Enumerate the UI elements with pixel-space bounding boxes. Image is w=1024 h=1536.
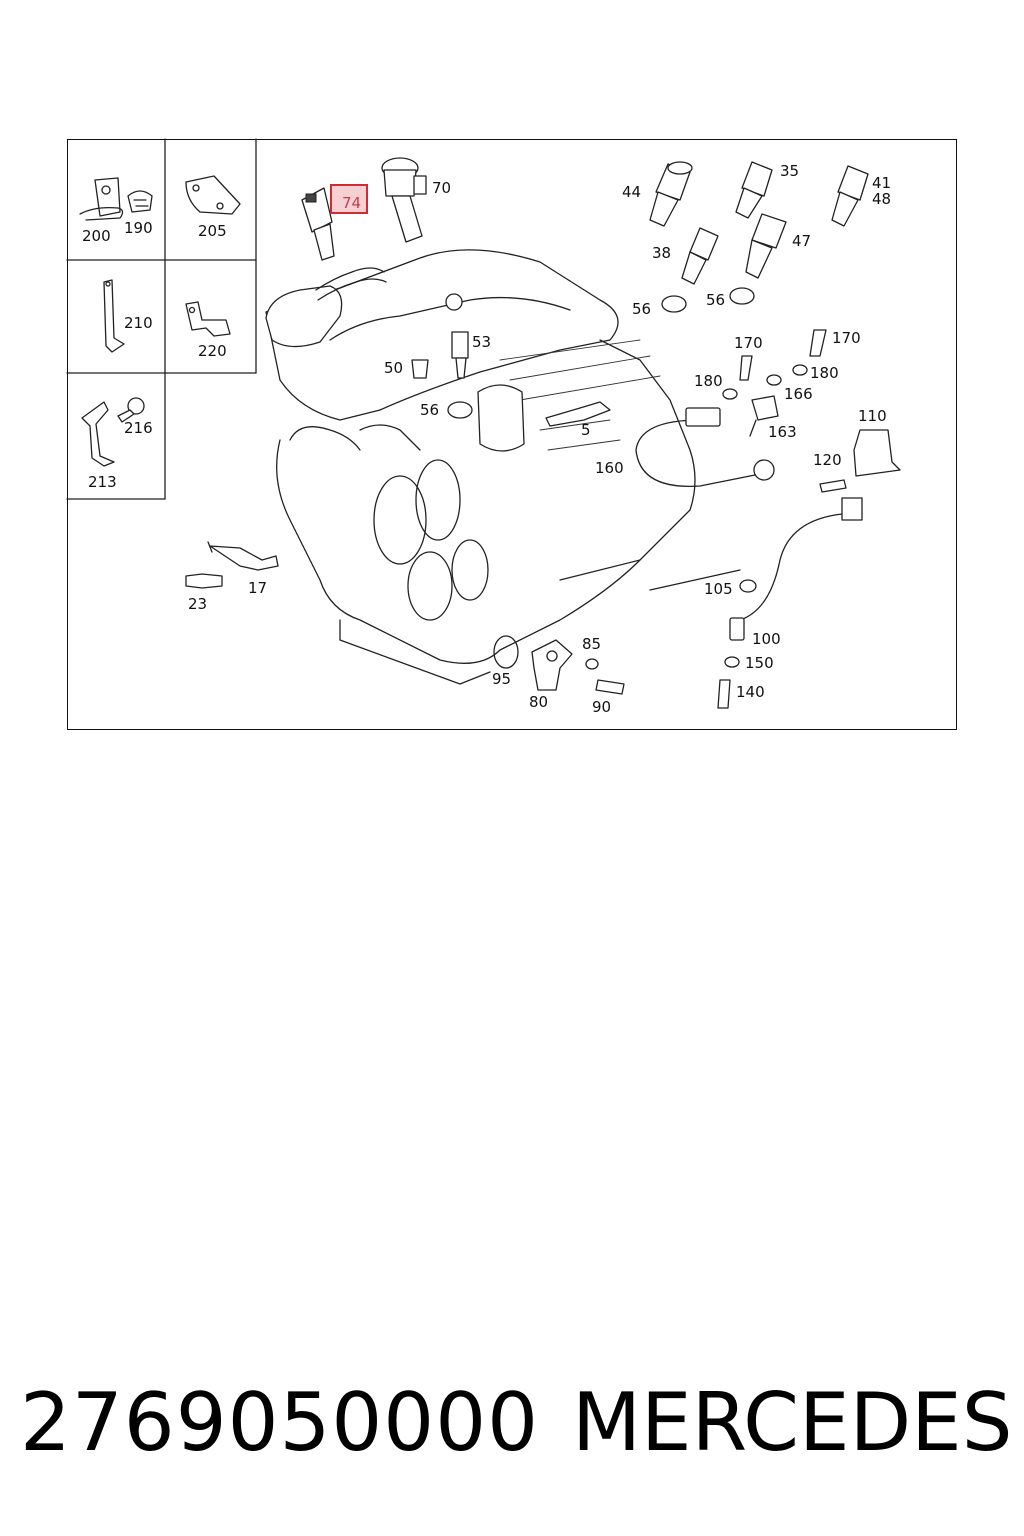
callout-180-a: 180 xyxy=(694,372,723,390)
sensor-35-sketch xyxy=(735,161,773,219)
callout-35: 35 xyxy=(780,162,799,180)
callout-70: 70 xyxy=(432,179,451,197)
seal-rings-sketch xyxy=(447,287,755,419)
callout-53: 53 xyxy=(472,333,491,351)
callout-216: 216 xyxy=(124,419,153,437)
bracket-220-sketch xyxy=(185,301,231,337)
callout-210: 210 xyxy=(124,314,153,332)
callout-85: 85 xyxy=(582,635,601,653)
bolts-170-180-sketch xyxy=(722,329,827,400)
callout-48: 48 xyxy=(872,190,891,208)
callout-180-b: 180 xyxy=(810,364,839,382)
callout-170-a: 170 xyxy=(734,334,763,352)
housing-80-sketch xyxy=(531,639,573,691)
callout-labels: 200 190 205 210 220 216 213 74 70 44 35 … xyxy=(82,162,891,716)
callout-163: 163 xyxy=(768,423,797,441)
parts-diagram: 200 190 205 210 220 216 213 74 70 44 35 … xyxy=(66,138,901,716)
callout-190: 190 xyxy=(124,219,153,237)
clip-190-sketch xyxy=(127,190,153,213)
bracket-210-sketch xyxy=(103,279,125,353)
sensor-44-sketch xyxy=(649,161,693,227)
callout-140: 140 xyxy=(736,683,765,701)
brand-name: MERCEDES xyxy=(572,1376,1013,1469)
wire-160-sketch xyxy=(635,407,775,488)
callout-74: 74 xyxy=(342,194,361,212)
callout-17: 17 xyxy=(248,579,267,597)
bracket-17-sketch xyxy=(207,541,279,571)
bracket-205-sketch xyxy=(185,175,241,215)
intake-hose-sketch xyxy=(265,267,463,348)
callout-56-a: 56 xyxy=(632,300,651,318)
callout-200: 200 xyxy=(82,227,111,245)
callout-170-b: 170 xyxy=(832,329,861,347)
callout-213: 213 xyxy=(88,473,117,491)
callout-105: 105 xyxy=(704,580,733,598)
callout-160: 160 xyxy=(595,459,624,477)
seal-105-sketch xyxy=(649,569,757,593)
bolt-216-sketch xyxy=(117,397,145,423)
connector-120-sketch xyxy=(819,479,863,521)
callout-220: 220 xyxy=(198,342,227,360)
bracket-200-sketch xyxy=(79,177,124,221)
callout-80: 80 xyxy=(529,693,548,711)
callout-44: 44 xyxy=(622,183,641,201)
inset-panels xyxy=(66,138,257,500)
callout-50: 50 xyxy=(384,359,403,377)
bolt-23-sketch xyxy=(185,573,223,589)
callout-120: 120 xyxy=(813,451,842,469)
callout-47: 47 xyxy=(792,232,811,250)
callout-56-b: 56 xyxy=(706,291,725,309)
callout-95: 95 xyxy=(492,670,511,688)
callout-90: 90 xyxy=(592,698,611,716)
callout-41: 41 xyxy=(872,174,891,192)
diagram-frame xyxy=(67,139,957,730)
part-number: 2769050000 xyxy=(20,1376,539,1469)
sensor-47-sketch xyxy=(745,213,787,279)
oring-95-sketch xyxy=(493,635,519,669)
highlight-box xyxy=(330,184,368,214)
wire-100-sketch xyxy=(717,513,843,709)
callout-38: 38 xyxy=(652,244,671,262)
callout-23: 23 xyxy=(188,595,207,613)
sensor-74-sketch xyxy=(301,187,335,261)
plug-50-sketch xyxy=(411,359,429,379)
sensor-163-sketch xyxy=(749,395,779,437)
sensor-53-sketch xyxy=(451,331,469,379)
sensor-38-sketch xyxy=(681,227,719,285)
footer: 2769050000 MERCEDES xyxy=(0,1368,1024,1478)
bracket-213-sketch xyxy=(81,401,115,467)
bracket-110-sketch xyxy=(853,429,901,477)
seal-85-bolt-90-sketch xyxy=(585,658,625,695)
sensor-70-sketch xyxy=(381,157,427,243)
callout-205: 205 xyxy=(198,222,227,240)
sensor-5-sketch xyxy=(545,401,611,427)
callout-5: 5 xyxy=(581,421,591,439)
callout-166: 166 xyxy=(784,385,813,403)
callout-110: 110 xyxy=(858,407,887,425)
callout-100: 100 xyxy=(752,630,781,648)
sensor-41-48-sketch xyxy=(831,165,869,227)
callout-150: 150 xyxy=(745,654,774,672)
callout-56-c: 56 xyxy=(420,401,439,419)
